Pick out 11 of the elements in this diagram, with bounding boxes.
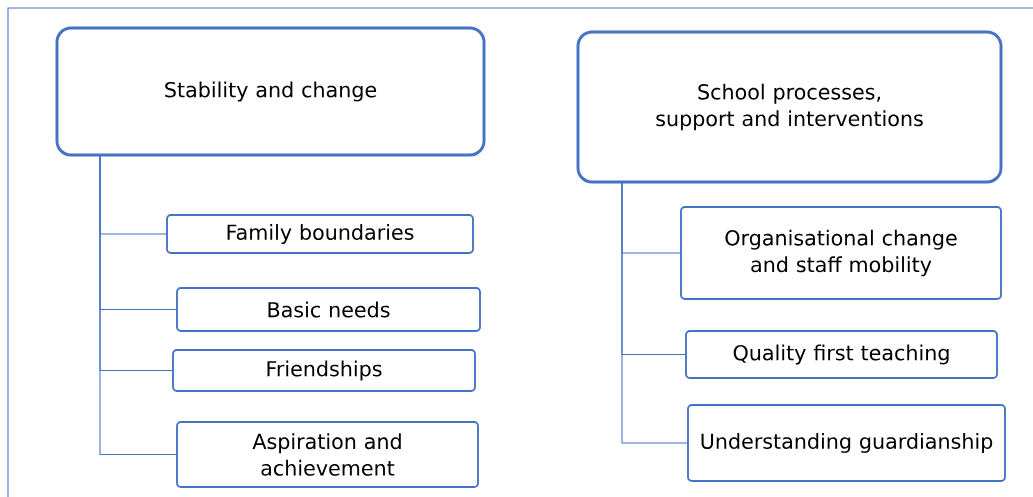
connector-line: [621, 181, 688, 444]
item-box: Organisational change and staff mobility: [680, 206, 1002, 300]
heading-box: Stability and change: [55, 26, 486, 157]
connector-line: [99, 154, 177, 456]
heading-box: School processes, support and interventions: [576, 30, 1003, 184]
item-box: Aspiration and achievement: [176, 421, 479, 488]
item-box: Understanding guardianship: [687, 404, 1006, 482]
item-box: Family boundaries: [166, 214, 474, 254]
item-box: Basic needs: [176, 287, 481, 332]
item-box: Friendships: [172, 349, 476, 392]
item-box: Quality first teaching: [685, 330, 998, 379]
